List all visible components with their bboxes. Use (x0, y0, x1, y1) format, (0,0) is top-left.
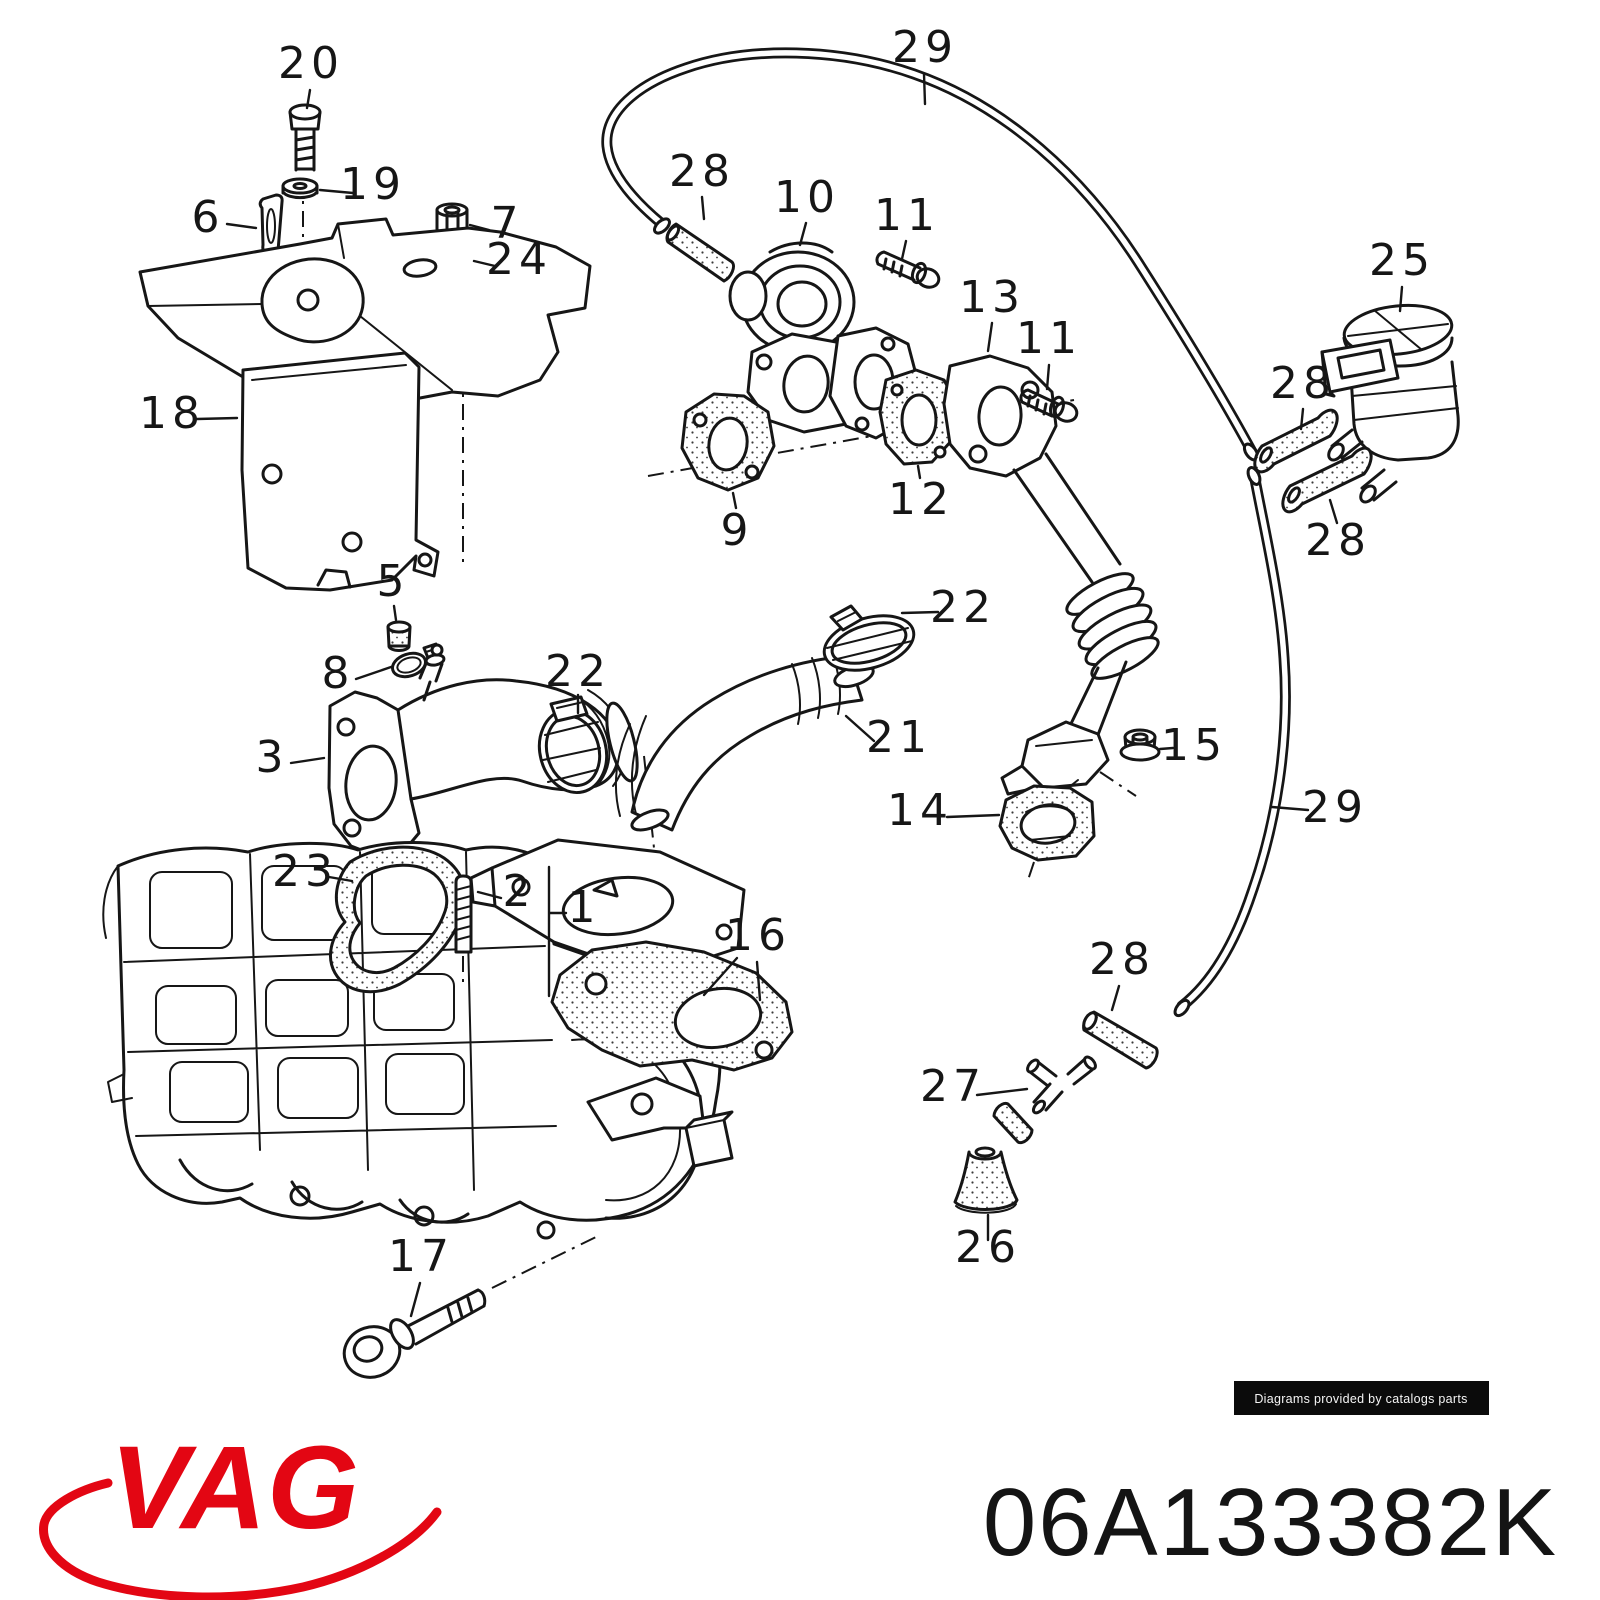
part-code: 06A133382K (983, 1469, 1558, 1576)
callout-29-a: 29 (892, 22, 958, 73)
callout-24: 24 (486, 234, 552, 285)
callout-10: 10 (774, 172, 840, 223)
vag-logo-text: VAG (110, 1422, 360, 1554)
callout-28-b: 28 (1270, 358, 1336, 409)
callout-7: 7 (491, 198, 524, 249)
vag-swoosh-icon (39, 1478, 442, 1600)
callout-28-c: 28 (1305, 515, 1371, 566)
watermark-text: Diagrams provided by catalogs parts (1254, 1392, 1467, 1406)
callout-6: 6 (192, 192, 225, 243)
watermark-badge-bg (1234, 1381, 1489, 1415)
callout-26: 26 (955, 1222, 1021, 1273)
callout-labels: 20 19 6 7 24 18 5 8 3 23 2 1 16 17 22 21… (139, 22, 1435, 1282)
intake-manifold (102, 838, 794, 1379)
callout-8: 8 (322, 648, 355, 699)
callout-22-b: 22 (930, 582, 996, 633)
callout-11-b: 11 (1016, 313, 1082, 364)
callout-11-a: 11 (874, 190, 940, 241)
callout-2: 2 (503, 866, 536, 917)
callout-27: 27 (920, 1061, 986, 1112)
callout-22-a: 22 (545, 646, 611, 697)
callout-9: 9 (721, 505, 754, 556)
callout-17: 17 (388, 1231, 454, 1282)
callout-12: 12 (888, 474, 954, 525)
callout-13: 13 (959, 272, 1025, 323)
callout-21: 21 (866, 712, 932, 763)
elbow-and-hose-assembly (327, 604, 916, 858)
vacuum-valve-25 (1253, 303, 1460, 514)
vacuum-hose-29 (601, 47, 1291, 1018)
bracket-assembly (138, 103, 592, 592)
callout-20: 20 (278, 38, 344, 89)
callout-25: 25 (1369, 235, 1435, 286)
watermark-badge: Diagrams provided by catalogs parts (1234, 1381, 1489, 1415)
vag-logo: VAG (39, 1422, 442, 1600)
callout-16: 16 (725, 910, 791, 961)
callout-18: 18 (139, 388, 205, 439)
egr-downpipe (998, 452, 1161, 862)
callout-14: 14 (887, 785, 953, 836)
leader-lines (195, 72, 1404, 1318)
egr-valve-stack (665, 222, 1079, 492)
callout-28-a: 28 (669, 146, 735, 197)
drain-chain (953, 1010, 1159, 1214)
callout-15: 15 (1161, 720, 1227, 771)
callout-3: 3 (256, 732, 289, 783)
callout-1: 1 (568, 882, 601, 933)
callout-28-d: 28 (1089, 934, 1155, 985)
callout-29-b: 29 (1302, 782, 1368, 833)
callout-5: 5 (377, 556, 410, 607)
callout-23: 23 (272, 846, 338, 897)
callout-19: 19 (340, 159, 406, 210)
